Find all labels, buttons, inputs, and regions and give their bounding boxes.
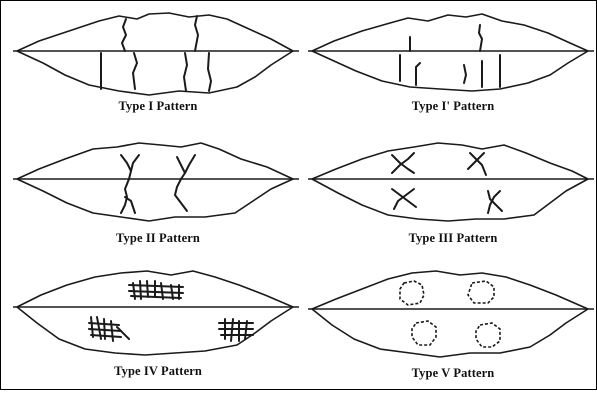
lip-diagram-type-4 — [13, 270, 299, 356]
hatch-lower-right — [218, 318, 254, 342]
caption-type-3: Type III Pattern — [408, 231, 498, 245]
caption-type-5: Type V Pattern — [411, 366, 495, 380]
panel-type-4: Type IV Pattern — [9, 265, 307, 394]
panel-type-2: Type II Pattern — [9, 135, 307, 264]
hatch-lower-left — [88, 316, 130, 342]
panel-type-1-prime: Type I' Pattern — [304, 5, 597, 134]
lip-diagram-type-5 — [308, 270, 594, 358]
hatch-upper — [128, 280, 184, 300]
caption-type-1-prime: Type I' Pattern — [411, 99, 495, 113]
lip-diagram-type-1-prime — [308, 13, 594, 92]
caption-type-2: Type II Pattern — [116, 231, 200, 245]
caption-type-4: Type IV Pattern — [114, 364, 202, 378]
lip-diagram-type-1 — [13, 12, 299, 96]
panel-type-3: Type III Pattern — [304, 135, 597, 264]
panel-type-5: Type V Pattern — [304, 265, 597, 394]
lip-diagram-type-3 — [308, 142, 594, 222]
lip-diagram-type-2 — [13, 142, 299, 222]
caption-type-1: Type I Pattern — [118, 99, 198, 113]
panel-type-1: Type I Pattern — [9, 5, 307, 134]
